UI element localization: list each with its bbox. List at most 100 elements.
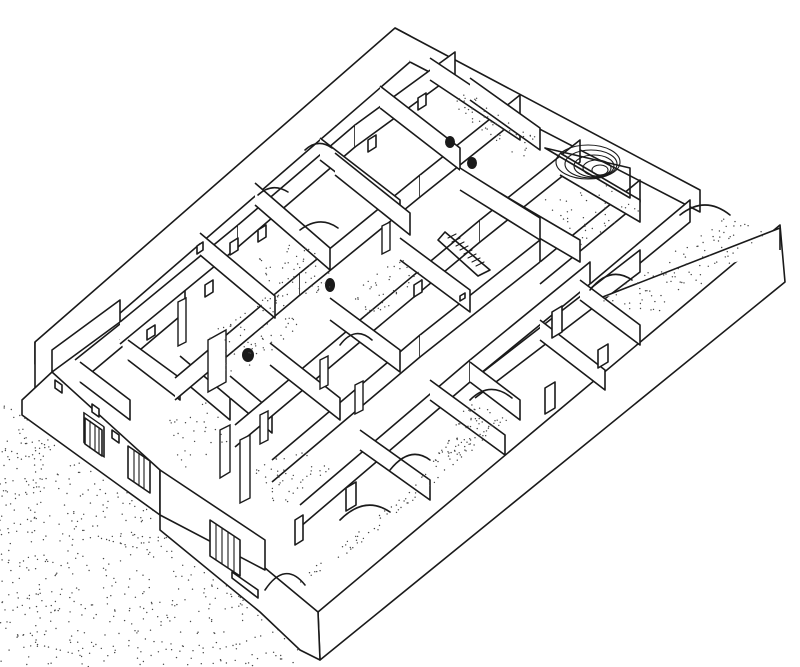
ground-dot (36, 645, 39, 647)
floor-dot (584, 225, 586, 228)
ground-dot (43, 487, 45, 489)
ground-dot (142, 660, 145, 663)
floor-dot (525, 147, 527, 149)
floor-dot (350, 548, 352, 550)
ground-dot (72, 573, 74, 575)
ground-dot (19, 432, 21, 435)
floor-dot (483, 110, 485, 113)
ground-dot (160, 624, 162, 626)
floor-dot (490, 121, 492, 123)
ground-dot (57, 609, 59, 612)
floor-dot (437, 460, 439, 463)
floor-dot (263, 349, 265, 351)
floor-dot (308, 572, 311, 574)
floor-dot (393, 265, 395, 268)
floor-dot (569, 227, 571, 229)
ground-dot (45, 605, 47, 607)
floor-dot (317, 289, 319, 292)
ground-dot (82, 647, 84, 650)
ground-dot (68, 621, 70, 623)
ground-dot (49, 449, 51, 451)
floor-dot (478, 417, 480, 420)
ground-dot (241, 613, 244, 615)
ground-dot (102, 510, 105, 513)
floor-dot (346, 552, 348, 554)
floor-dot (281, 281, 284, 284)
floor-dot (315, 564, 318, 567)
ground-dot (245, 662, 247, 665)
ground-dot (8, 559, 10, 561)
floor-dot (170, 422, 172, 424)
floor-dot (275, 458, 278, 460)
floor-dot (174, 421, 176, 423)
ground-dot (2, 490, 5, 492)
floor-dot (379, 309, 382, 311)
ground-dot (0, 483, 1, 485)
floor-dot (611, 190, 613, 193)
ground-dot (33, 530, 36, 532)
floor-dot (560, 214, 562, 217)
floor-dot (389, 276, 391, 278)
ground-dot (0, 660, 2, 662)
ground-dot (82, 529, 84, 532)
floor-dot (447, 455, 450, 457)
ground-dot (133, 533, 136, 536)
floor-dot (309, 473, 312, 475)
floor-dot (499, 421, 501, 423)
ground-dot (6, 621, 8, 623)
floor-dot (306, 454, 308, 457)
ground-dot (128, 610, 131, 612)
floor-dot (509, 130, 511, 132)
floor-dot (471, 449, 473, 451)
ground-dot (16, 467, 18, 470)
floor-dot (478, 120, 481, 123)
floor-dot (606, 295, 608, 297)
floor-dot (265, 267, 267, 269)
floor-dot (465, 450, 467, 452)
floor-dot (663, 301, 666, 303)
ground-dot (45, 477, 47, 480)
floor-dot (255, 472, 258, 474)
ground-dot (146, 549, 148, 551)
floor-dot (319, 474, 322, 476)
floor-dot (399, 261, 401, 264)
floor-dot (260, 304, 262, 307)
floor-dot (270, 341, 273, 343)
ground-dot (77, 630, 79, 632)
floor-dot (310, 470, 312, 472)
ground-dot (202, 652, 204, 654)
floor-dot (614, 222, 616, 224)
floor-dot (184, 422, 187, 424)
ground-dot (54, 574, 56, 577)
ground-dot (68, 478, 70, 480)
floor-dot (733, 225, 735, 227)
ground-dot (216, 587, 219, 590)
floor-dot (269, 266, 271, 268)
ground-dot (30, 541, 33, 543)
ground-dot (11, 450, 13, 453)
floor-dot (677, 288, 680, 291)
ground-dot (80, 655, 83, 658)
floor-dot (229, 331, 231, 333)
floor-dot (639, 307, 642, 310)
floor-dot (479, 433, 481, 436)
floor-dot (707, 265, 709, 267)
floor-dot (496, 419, 498, 421)
ground-dot (140, 521, 143, 523)
ground-dot (19, 523, 22, 525)
floor-dot (378, 514, 381, 517)
ground-dot (113, 615, 115, 618)
ground-dot (25, 437, 27, 439)
floor-dot (311, 285, 313, 287)
ground-dot (86, 564, 88, 567)
ground-dot (241, 619, 244, 622)
floor-dot (470, 419, 472, 421)
ground-dot (148, 541, 150, 543)
ground-dot (90, 604, 93, 606)
ground-dot (102, 479, 104, 481)
floor-dot (474, 98, 476, 101)
floor-dot (465, 426, 467, 429)
ground-dot (66, 562, 69, 564)
ground-dot (211, 585, 213, 587)
floor-dot (660, 294, 662, 297)
